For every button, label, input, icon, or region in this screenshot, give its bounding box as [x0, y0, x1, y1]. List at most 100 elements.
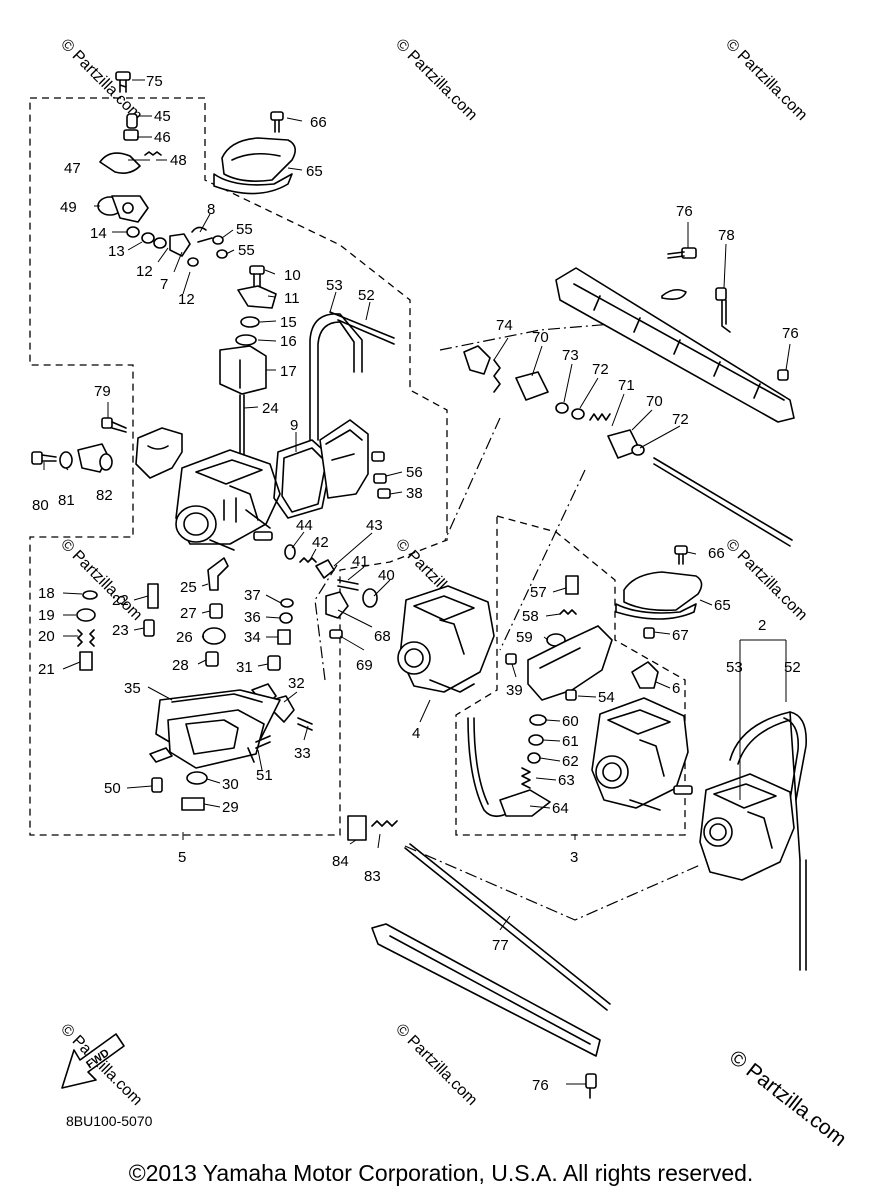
parts-left [31, 71, 395, 811]
callout-3: 3 [570, 849, 578, 866]
jet-needle-icon [239, 394, 245, 456]
callout-5: 5 [178, 849, 186, 866]
cover-65b-icon [615, 545, 703, 639]
brand-watermark: © Partzilla.com [725, 1046, 851, 1151]
throttle-shaft-icon [347, 815, 611, 1011]
callout-38: 38 [406, 485, 423, 502]
callout-71: 71 [618, 377, 635, 394]
callout-29: 29 [222, 799, 239, 816]
callout-28: 28 [172, 657, 189, 674]
diagram-code: 8BU100-5070 [66, 1113, 153, 1129]
callout-52-a: 52 [358, 287, 375, 304]
washer-set-icon [126, 226, 228, 267]
callout-52-b: 52 [784, 659, 801, 676]
callout-12-b: 12 [178, 291, 195, 308]
group-outline-5 [29, 97, 448, 836]
callout-22: 22 [112, 592, 129, 609]
callout-66-top: 66 [310, 114, 327, 131]
vent-hoses-icon [309, 311, 395, 441]
callout-14: 14 [90, 225, 107, 242]
screw-79-icon [101, 417, 127, 433]
parts-right [347, 247, 807, 1099]
callout-4: 4 [412, 725, 420, 742]
callout-73: 73 [562, 347, 579, 364]
callout-76-c: 76 [532, 1077, 549, 1094]
callout-45: 45 [154, 108, 171, 125]
callout-49: 49 [60, 199, 77, 216]
callout-46: 46 [154, 129, 171, 146]
callout-58: 58 [522, 608, 539, 625]
callout-82: 82 [96, 487, 113, 504]
callout-55-a: 55 [236, 221, 253, 238]
callout-39: 39 [506, 682, 523, 699]
callout-67: 67 [672, 627, 689, 644]
callout-56: 56 [406, 464, 423, 481]
leader-link-4 [404, 845, 701, 921]
callout-78: 78 [718, 227, 735, 244]
callout-80: 80 [32, 497, 49, 514]
carburetor-3-icon [591, 697, 693, 811]
callout-13: 13 [108, 243, 125, 260]
callout-34: 34 [244, 629, 261, 646]
callout-62: 62 [562, 753, 579, 770]
callout-72-a: 72 [592, 361, 609, 378]
callout-81: 81 [58, 492, 75, 509]
drain-parts-icon [151, 735, 271, 811]
callout-2: 2 [758, 617, 766, 634]
callout-76-a: 76 [676, 203, 693, 220]
callout-18: 18 [38, 585, 55, 602]
top-cover-9-icon [273, 419, 391, 519]
lower-bracket-icon [371, 923, 601, 1099]
callout-24: 24 [262, 400, 279, 417]
carburetor-2-icon [699, 711, 807, 971]
watermark-3: © Partzilla.com [722, 36, 810, 124]
callout-79: 79 [94, 383, 111, 400]
callout-76-b: 76 [782, 325, 799, 342]
callout-70-a: 70 [532, 329, 549, 346]
callout-69: 69 [356, 657, 373, 674]
callout-75: 75 [146, 73, 163, 90]
throttle-lever-icon [97, 195, 149, 223]
leader-lines [43, 79, 791, 1085]
callout-16: 16 [280, 333, 297, 350]
callout-64: 64 [552, 800, 569, 817]
callout-23: 23 [112, 622, 129, 639]
group-outline-3 [455, 515, 686, 836]
callout-37: 37 [244, 587, 261, 604]
callout-60: 60 [562, 713, 579, 730]
callout-68: 68 [374, 628, 391, 645]
watermarks: © Partzilla.com © Partzilla.com © Partzi… [57, 36, 810, 1109]
sensor-64-icon [467, 714, 551, 818]
callout-26: 26 [176, 629, 193, 646]
callout-70-b: 70 [646, 393, 663, 410]
callout-55-b: 55 [238, 242, 255, 259]
callout-7: 7 [160, 276, 168, 293]
watermark-2: © Partzilla.com [392, 36, 480, 124]
callout-77: 77 [492, 937, 509, 954]
callout-8: 8 [207, 201, 215, 218]
callout-10: 10 [284, 267, 301, 284]
callout-53-b: 53 [726, 659, 743, 676]
callout-47: 47 [64, 160, 81, 177]
cover-65-icon [213, 111, 296, 195]
callout-65-right: 65 [714, 597, 731, 614]
callout-20: 20 [38, 628, 55, 645]
callout-25: 25 [180, 579, 197, 596]
callout-84: 84 [332, 853, 349, 870]
callout-6: 6 [672, 680, 680, 697]
copyright-notice: ©2013 Yamaha Motor Corporation, U.S.A. A… [128, 1160, 754, 1186]
leader-link-1 [444, 417, 501, 541]
callout-83: 83 [364, 868, 381, 885]
leader-link-2 [499, 469, 586, 651]
callout-72-b: 72 [672, 411, 689, 428]
linkage-stack-icon [99, 113, 162, 174]
callout-33: 33 [294, 745, 311, 762]
callout-31: 31 [236, 659, 253, 676]
callout-35: 35 [124, 680, 141, 697]
callout-54: 54 [598, 689, 615, 706]
callout-labels: 75 45 46 47 48 49 66 65 8 14 13 12 7 12 … [32, 73, 801, 1094]
jets-left-icon [76, 557, 229, 671]
callout-42: 42 [312, 534, 329, 551]
callout-63: 63 [558, 772, 575, 789]
